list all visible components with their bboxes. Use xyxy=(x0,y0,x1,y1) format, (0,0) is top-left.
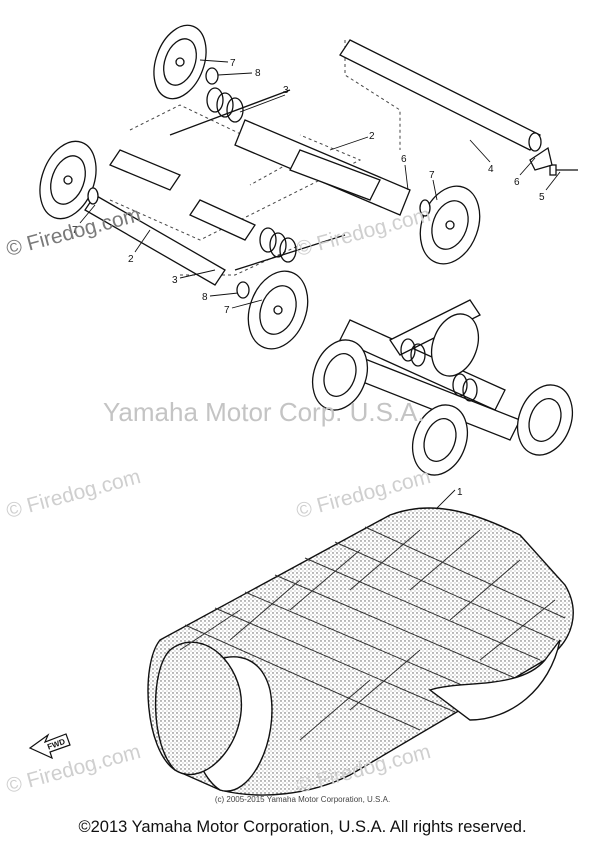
footer-copyright: ©2013 Yamaha Motor Corporation, U.S.A. A… xyxy=(78,818,527,836)
callout-label: 7 xyxy=(230,58,236,69)
callout-label: 5 xyxy=(539,192,545,203)
callout-label: 1 xyxy=(457,487,463,498)
upper-suspension-assembly xyxy=(39,24,578,350)
bushing xyxy=(87,187,99,205)
drive-track xyxy=(147,507,574,796)
callout-label: 7 xyxy=(429,170,435,181)
bushing xyxy=(419,199,431,217)
callout-label: 7 xyxy=(224,305,230,316)
callout-label: 3 xyxy=(172,275,178,286)
idler-wheel-top xyxy=(153,24,207,100)
callout-label: 6 xyxy=(514,177,520,188)
bushing xyxy=(205,67,219,85)
callout-label: 6 xyxy=(401,154,407,165)
idler-wheel-left xyxy=(39,140,97,220)
callout-labels: 7 8 3 2 6 7 4 6 5 7 2 3 8 7 1 xyxy=(72,58,545,498)
callout-label: 2 xyxy=(128,254,134,265)
suspension-arm-lower xyxy=(84,149,256,286)
callout-label: 7 xyxy=(72,225,78,236)
bolt xyxy=(549,164,578,176)
idler-wheel-right xyxy=(419,185,481,265)
watermark-yamaha: Yamaha Motor Corp. U.S.A. xyxy=(103,397,425,427)
callout-label: 2 xyxy=(369,131,375,142)
assembled-suspension xyxy=(311,299,574,476)
bushing xyxy=(236,281,250,299)
suspension-arm-upper xyxy=(234,119,411,216)
washer xyxy=(529,146,553,171)
torsion-spring-upper xyxy=(169,87,291,136)
callout-label: 8 xyxy=(202,292,208,303)
torsion-spring-lower xyxy=(234,227,346,271)
callout-label: 4 xyxy=(488,164,494,175)
small-copyright: (c) 2005-2015 Yamaha Motor Corporation, … xyxy=(214,795,391,804)
callout-label: 8 xyxy=(255,68,261,79)
rear-shaft xyxy=(339,39,542,152)
callout-leaders xyxy=(79,59,561,526)
callout-label: 3 xyxy=(283,85,289,96)
idler-wheel-bottom xyxy=(247,270,309,350)
forward-direction-arrow: FWD xyxy=(28,733,71,760)
